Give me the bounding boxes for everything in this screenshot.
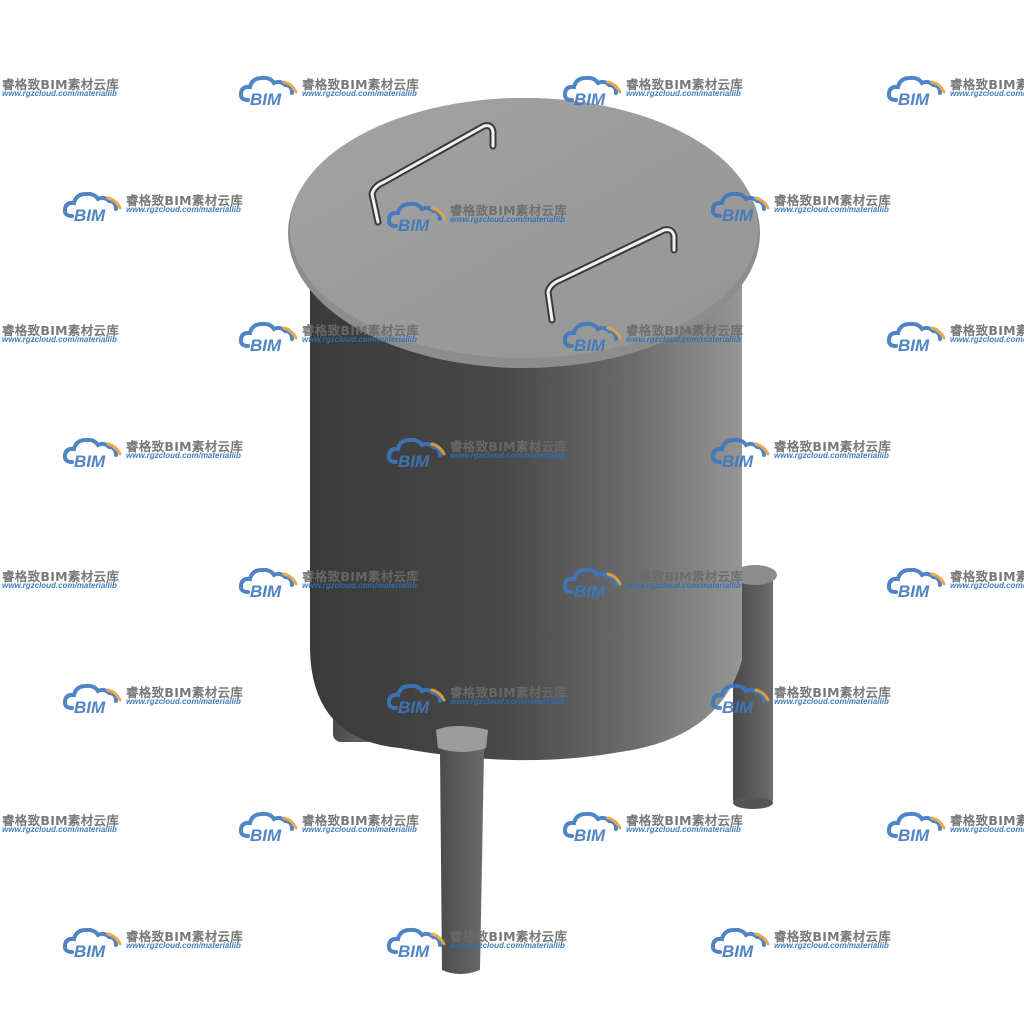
lid-handle-2 xyxy=(544,226,678,324)
tank-lid xyxy=(288,98,760,368)
lid-handle-1 xyxy=(368,122,497,226)
leg-front xyxy=(436,726,488,974)
tank-body xyxy=(310,255,742,761)
